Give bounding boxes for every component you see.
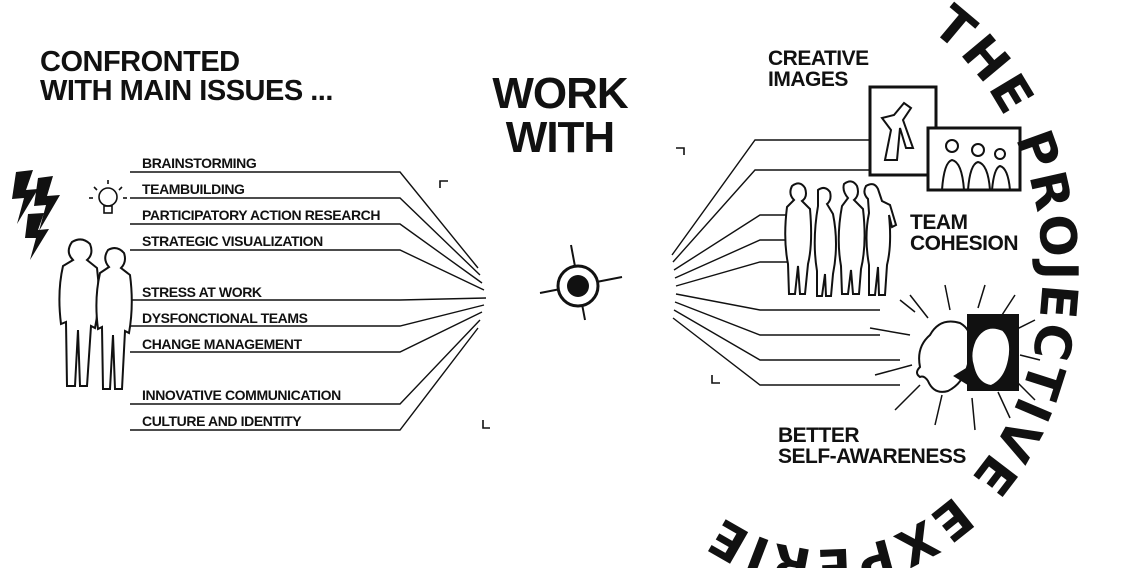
left-heading-line2: WITH MAIN ISSUES ... (40, 75, 333, 107)
team-cohesion-label: TEAM COHESION (910, 211, 1019, 255)
lightning-icon (12, 170, 60, 260)
creative-images-pictures (868, 85, 1022, 192)
creative-images-line2: IMAGES (768, 68, 848, 91)
self-awareness-label: BETTER SELF-AWARENESS (778, 425, 966, 467)
left-heading: CONFRONTED WITH MAIN ISSUES ... (40, 48, 333, 106)
self-awareness-line1: BETTER (778, 424, 859, 447)
issue-item: CHANGE MANAGEMENT (142, 336, 302, 352)
right-connector-lines (671, 139, 900, 386)
left-connector-lines (130, 171, 487, 431)
self-awareness-line2: SELF-AWARENESS (778, 445, 966, 468)
issue-item: DYSFONCTIONAL TEAMS (142, 310, 308, 326)
center-heading-line2: WITH (505, 113, 615, 162)
people-figures-left (58, 238, 133, 390)
lightbulb-icon (89, 180, 127, 214)
issue-item: STRATEGIC VISUALIZATION (142, 233, 323, 249)
team-cohesion-line1: TEAM (910, 211, 968, 234)
left-heading-line1: CONFRONTED (40, 46, 240, 78)
center-heading: WORK WITH (470, 72, 650, 160)
creative-images-label: CREATIVE IMAGES (768, 48, 869, 90)
issue-item: STRESS AT WORK (142, 284, 262, 300)
team-cohesion-line2: COHESION (910, 232, 1019, 255)
target-icon (539, 244, 623, 321)
team-cohesion-figures (784, 180, 898, 297)
self-awareness-faces (869, 284, 1041, 431)
issue-item: BRAINSTORMING (142, 155, 257, 171)
bracket-marks (439, 147, 720, 429)
issue-item: CULTURE AND IDENTITY (142, 413, 302, 429)
issue-item: TEAMBUILDING (142, 181, 245, 197)
issue-item: INNOVATIVE COMMUNICATION (142, 387, 341, 403)
creative-images-line1: CREATIVE (768, 47, 869, 70)
issue-item: PARTICIPATORY ACTION RESEARCH (142, 207, 381, 223)
center-heading-line1: WORK (492, 69, 628, 118)
